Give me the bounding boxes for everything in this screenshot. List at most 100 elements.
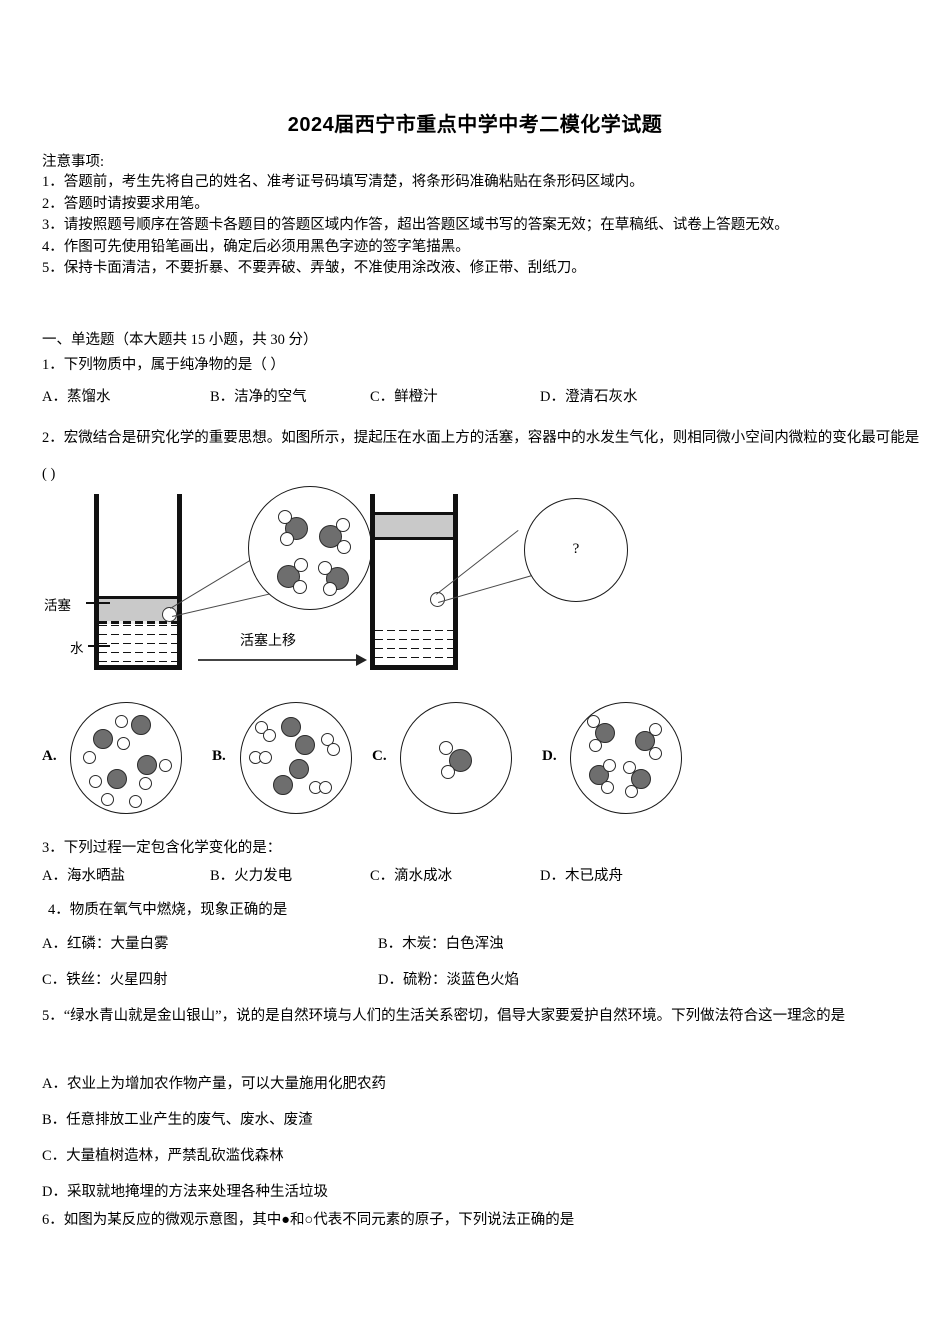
- hydrogen-atom: [589, 739, 602, 752]
- question-3-option-c[interactable]: C．滴水成冰: [370, 868, 453, 884]
- hydrogen-atom: [83, 751, 96, 764]
- container-wall-left: [94, 494, 99, 670]
- question-1-option-d[interactable]: D．澄清石灰水: [540, 389, 638, 405]
- page-title: 2024届西宁市重点中学中考二模化学试题: [287, 114, 663, 136]
- water-right: [375, 626, 453, 665]
- oxygen-atom: [295, 735, 315, 755]
- magnified-view-unknown: ?: [524, 498, 628, 602]
- question-2-option-a-figure[interactable]: [70, 702, 182, 814]
- question-4-option-c[interactable]: C．铁丝：火星四射: [42, 972, 168, 988]
- hydrogen-atom: [323, 582, 337, 596]
- container-bottom: [370, 665, 458, 670]
- question-5-stem: 5．“绿水青山就是金山银山”，说的是自然环境与人们的生活关系密切，倡导大家要爱护…: [42, 1008, 846, 1024]
- hydrogen-atom: [280, 532, 294, 546]
- hydrogen-atom: [603, 759, 616, 772]
- question-1-option-b[interactable]: B．洁净的空气: [210, 389, 307, 405]
- question-2-option-c-figure[interactable]: [400, 702, 512, 814]
- question-3-stem: 3．下列过程一定包含化学变化的是：: [42, 840, 282, 856]
- hydrogen-atom: [278, 510, 292, 524]
- question-2-option-d-figure[interactable]: [570, 702, 682, 814]
- right-container: [370, 494, 458, 670]
- hydrogen-atom: [259, 751, 272, 764]
- question-2-stem: 2．宏微结合是研究化学的重要思想。如图所示，提起压在水面上方的活塞，容器中的水发…: [42, 430, 920, 482]
- hydrogen-atom: [327, 743, 340, 756]
- oxygen-atom: [273, 775, 293, 795]
- hydrogen-atom: [318, 561, 332, 575]
- question-3-option-b[interactable]: B．火力发电: [210, 868, 293, 884]
- hydrogen-atom: [159, 759, 172, 772]
- hydrogen-atom: [293, 580, 307, 594]
- oxygen-atom: [281, 717, 301, 737]
- question-2-option-b-label: B.: [212, 748, 226, 764]
- transition-arrow: 活塞上移: [198, 630, 368, 670]
- hydrogen-atom: [336, 518, 350, 532]
- oxygen-atom: [635, 731, 655, 751]
- hydrogen-atom: [649, 747, 662, 760]
- hydrogen-atom: [139, 777, 152, 790]
- oxygen-atom: [289, 759, 309, 779]
- question-2-option-b-figure[interactable]: [240, 702, 352, 814]
- container-wall-right: [177, 494, 182, 670]
- question-5-option-c[interactable]: C．大量植树造林，严禁乱砍滥伐森林: [42, 1148, 284, 1164]
- hydrogen-atom: [115, 715, 128, 728]
- hydrogen-atom: [625, 785, 638, 798]
- oxygen-atom: [93, 729, 113, 749]
- hydrogen-atom: [439, 741, 453, 755]
- question-1-stem: 1．下列物质中，属于纯净物的是（ ）: [42, 357, 285, 373]
- question-2-option-figures: A. B.: [40, 700, 740, 818]
- hydrogen-atom: [649, 723, 662, 736]
- hydrogen-atom: [337, 540, 351, 554]
- section-heading: 一、单选题（本大题共 15 小题，共 30 分）: [42, 332, 318, 348]
- arrow-head-icon: [356, 654, 367, 666]
- oxygen-atom: [631, 769, 651, 789]
- question-3-option-d[interactable]: D．木已成舟: [540, 868, 623, 884]
- hydrogen-atom: [623, 761, 636, 774]
- question-5-option-d[interactable]: D．采取就地掩埋的方法来处理各种生活垃圾: [42, 1184, 328, 1200]
- piston-label: 活塞: [44, 598, 71, 613]
- question-4-option-d[interactable]: D．硫粉：淡蓝色火焰: [378, 972, 519, 988]
- question-6-stem: 6．如图为某反应的微观示意图，其中●和○代表不同元素的原子，下列说法正确的是: [42, 1212, 575, 1228]
- oxygen-atom: [319, 525, 342, 548]
- arrow-shaft: [198, 659, 358, 661]
- hydrogen-atom: [319, 781, 332, 794]
- question-5-option-a[interactable]: A．农业上为增加农作物产量，可以大量施用化肥农药: [42, 1076, 386, 1092]
- question-2-option-c-label: C.: [372, 748, 387, 764]
- notice-line: 2．答题时请按要求用笔。: [42, 195, 209, 212]
- oxygen-atom: [137, 755, 157, 775]
- container-wall-right: [453, 494, 458, 670]
- notice-line: 1．答题前，考生先将自己的姓名、准考证号码填写清楚，将条形码准确粘贴在条形码区域…: [42, 174, 644, 190]
- magnifier-connector-lower: [172, 591, 278, 618]
- oxygen-atom: [131, 715, 151, 735]
- piston-right: [375, 512, 453, 540]
- question-4-option-b[interactable]: B．木炭：白色浑浊: [378, 936, 504, 952]
- question-5-option-b[interactable]: B．任意排放工业产生的废气、废水、废渣: [42, 1112, 313, 1128]
- oxygen-atom: [107, 769, 127, 789]
- question-4-stem: 4．物质在氧气中燃烧，现象正确的是: [48, 902, 288, 918]
- hydrogen-atom: [587, 715, 600, 728]
- question-2-option-a-label: A.: [42, 748, 57, 764]
- container-bottom: [94, 665, 182, 670]
- hydrogen-atom: [263, 729, 276, 742]
- question-1-option-a[interactable]: A．蒸馏水: [42, 389, 111, 405]
- water-leader-line: [88, 645, 110, 647]
- notice-heading: 注意事项:: [42, 154, 105, 170]
- notice-line: 3．请按照题号顺序在答题卡各题目的答题区域内作答，超出答题区域书写的答案无效；在…: [42, 217, 789, 233]
- arrow-label: 活塞上移: [240, 634, 296, 649]
- notice-line: 4．作图可先使用铅笔画出，确定后必须用黑色字迹的签字笔描黑。: [42, 238, 470, 255]
- hydrogen-atom: [441, 765, 455, 779]
- question-2-option-d-label: D.: [542, 748, 557, 764]
- hydrogen-atom: [117, 737, 130, 750]
- left-container: [94, 494, 182, 670]
- question-3-option-a[interactable]: A．海水晒盐: [42, 868, 125, 884]
- piston-apparatus-figure: 活塞 水: [40, 480, 700, 690]
- hydrogen-atom: [101, 793, 114, 806]
- question-1-option-c[interactable]: C．鲜橙汁: [370, 389, 438, 405]
- hydrogen-atom: [601, 781, 614, 794]
- magnified-view-liquid: [248, 486, 372, 610]
- hydrogen-atom: [89, 775, 102, 788]
- hydrogen-atom: [294, 558, 308, 572]
- hydrogen-atom: [129, 795, 142, 808]
- piston-leader-line: [86, 602, 110, 604]
- question-4-option-a[interactable]: A．红磷：大量白雾: [42, 936, 169, 952]
